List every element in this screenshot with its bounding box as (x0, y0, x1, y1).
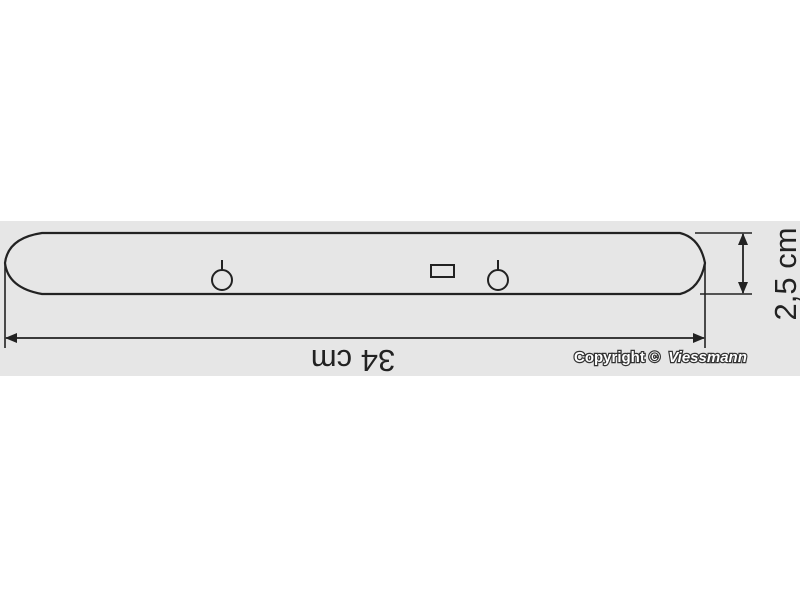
copyright-brand: Viessmann (668, 349, 747, 366)
mounting-hole-right (487, 269, 509, 291)
copyright-notice: Copyright © Viessmann (574, 349, 747, 366)
drawing-background-band (0, 221, 800, 376)
length-dimension-label: 34 cm (311, 343, 395, 378)
mounting-hole-left (211, 269, 233, 291)
copyright-text: Copyright © (574, 349, 660, 366)
connector-slot (430, 264, 455, 278)
light-bar-outline (3, 231, 707, 296)
height-dimension-label: 2,5 cm (768, 227, 800, 320)
